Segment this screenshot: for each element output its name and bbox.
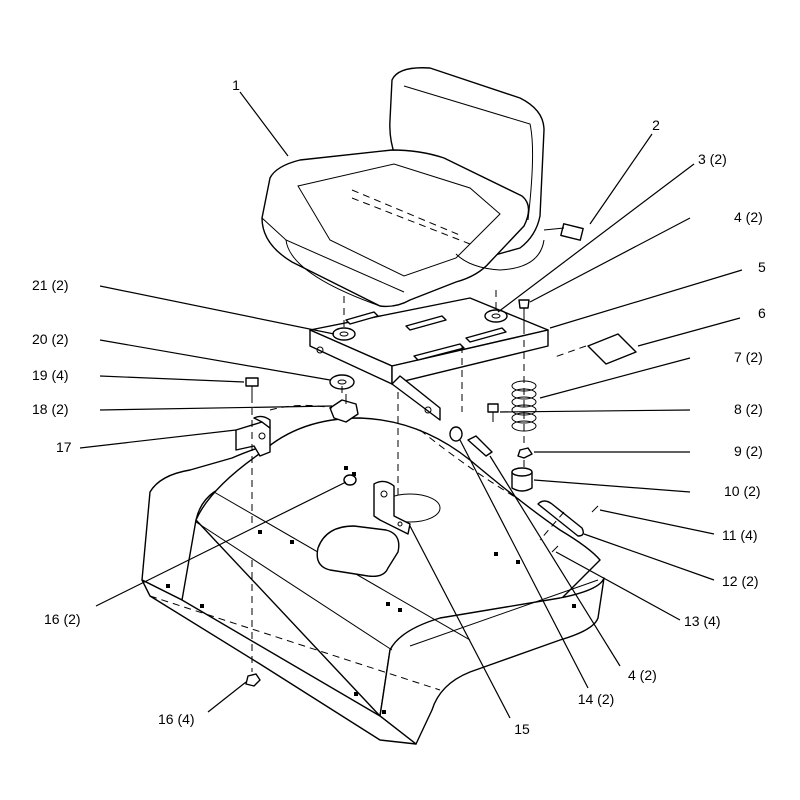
callout-19: 19 (4) [32,367,69,383]
callout-1: 1 [232,77,240,93]
callout-labels: 1 2 3 (2) 4 (2) 5 6 7 (2) 8 (2) 9 (2) 10… [32,77,766,737]
fender-deck [141,417,605,745]
callout-16-bottom: 16 (4) [158,711,195,727]
callout-16-top: 16 (2) [44,611,81,627]
callout-6: 6 [758,305,766,321]
callout-15: 15 [514,721,530,737]
callout-3: 3 (2) [698,151,727,167]
callout-4-bottom: 4 (2) [628,667,657,683]
alignment-lines [149,290,587,691]
callout-17: 17 [56,439,72,455]
callout-11: 11 (4) [722,527,758,543]
callout-13: 13 (4) [684,613,721,629]
callout-4-top: 4 (2) [734,209,763,225]
callout-10: 10 (2) [724,483,761,499]
callout-14: 14 (2) [578,691,615,707]
seat [261,67,584,308]
callout-7: 7 (2) [734,349,763,365]
leader-lines [79,91,743,719]
callout-8: 8 (2) [734,401,763,417]
callout-5: 5 [758,259,766,275]
callout-9: 9 (2) [734,443,763,459]
callout-12: 12 (2) [722,573,759,589]
callout-2: 2 [652,117,660,133]
callout-18: 18 (2) [32,401,69,417]
callout-21: 21 (2) [32,277,69,293]
hardware [235,299,637,687]
callout-20: 20 (2) [32,331,69,347]
